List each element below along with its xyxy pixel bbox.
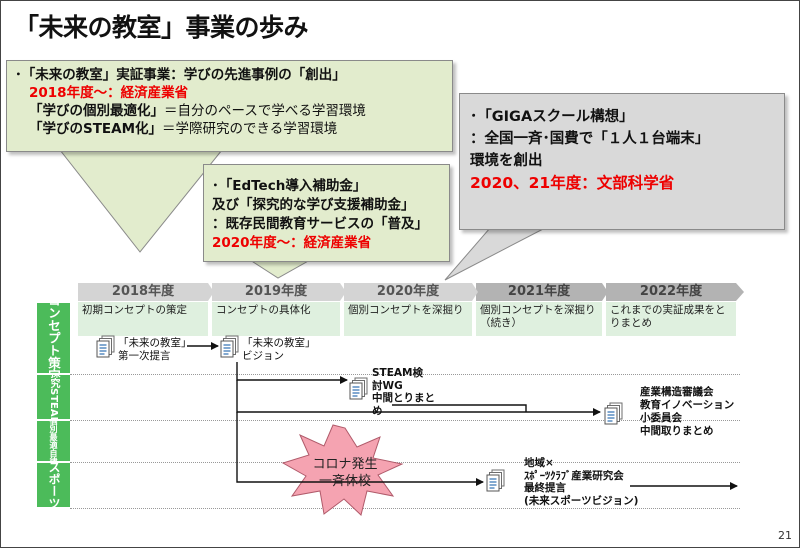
phase-2019: コンセプトの具体化 <box>212 302 340 336</box>
callout1-line1: ･「未来の教室」実証事業：学びの先進事例の「創出」 <box>15 67 346 83</box>
doc3-line1: STEAM検 <box>372 367 423 379</box>
doc3-line3: 中間とりまと <box>372 392 435 404</box>
year-2021: 2021年度 <box>476 283 602 301</box>
doc5-line2: ｽﾎﾟｰﾂｸﾗﾌﾞ産業研究会 <box>524 469 624 482</box>
doc-icon-sports <box>486 469 505 492</box>
doc4-line3: 小委員会 <box>640 412 682 424</box>
doc-icon-steam-wg <box>349 377 368 400</box>
doc-icon-vision <box>220 335 239 358</box>
doc-label-sports: 地域× ｽﾎﾟｰﾂｸﾗﾌﾞ産業研究会 最終提言 (未来スポーツビジョン) <box>524 457 638 507</box>
phase-2022: これまでの実証成果をとりまとめ <box>606 302 736 336</box>
arrow-vision-to-sports <box>236 412 484 486</box>
callout2-line2: 及び「探究的な学び支援補助金」 <box>212 197 415 213</box>
doc-icon-council <box>604 402 623 425</box>
doc1-line1: 「未来の教室」 <box>118 337 192 349</box>
callout1-line4b: ＝学際研究のできる学習環境 <box>162 121 338 137</box>
row-label-steam-text: 探究STEAM <box>48 375 59 419</box>
callout2-line4: 2020年度～：経済産業省 <box>212 235 372 251</box>
doc1-line2: 第一次提言 <box>118 350 171 362</box>
year-2018: 2018年度 <box>78 283 208 301</box>
row-label-steam: 探究STEAM <box>37 375 70 419</box>
callout-mirai-project: ･「未来の教室」実証事業：学びの先進事例の「創出」 2018年度～：経済産業省 … <box>6 60 453 152</box>
row-label-personal: 個別最適自律 <box>37 421 70 461</box>
callout1-line3a: 「学びの個別最適化」 <box>29 103 164 119</box>
doc-label-first-proposal: 「未来の教室」 第一次提言 <box>118 337 192 363</box>
slide-title: 「未来の教室」事業の歩み <box>14 13 309 42</box>
callout3-line2: ：全国一斉･国費で「１人１台端末」 <box>470 131 710 147</box>
covid-burst-line2: 一斉休校 <box>318 474 371 489</box>
covid-burst-shape <box>281 424 404 516</box>
doc3-line2: 討WG <box>372 379 403 392</box>
callout3-line3: 環境を創出 <box>470 153 543 169</box>
row-divider-3 <box>70 462 740 463</box>
doc4-line4: 中間取りまとめ <box>640 425 714 437</box>
arrow-vision-to-steam <box>236 362 348 384</box>
doc2-line2: ビジョン <box>242 350 284 362</box>
doc-icon-first-proposal <box>96 335 115 358</box>
phase-2020: 個別コンセプトを深掘り <box>344 302 472 336</box>
page-number: 21 <box>778 529 792 542</box>
row-label-concept-text: コンセプト策定 <box>46 303 61 373</box>
doc5-line3: 最終提言 <box>524 482 566 494</box>
doc2-line1: 「未来の教室」 <box>242 337 316 349</box>
year-2022: 2022年度 <box>606 283 736 301</box>
covid-burst-label: コロナ発生 一斉休校 <box>290 456 400 490</box>
callout3-line4: 2020、21年度：文部科学省 <box>470 174 675 192</box>
doc4-line1: 産業構造審議会 <box>640 386 714 398</box>
doc3-line4: め <box>372 404 383 417</box>
callout-edtech-subsidy: ･「EdTech導入補助金」 及び「探究的な学び支援補助金」 ：既存民間教育サー… <box>203 164 450 262</box>
row-label-sports-text: スポーツ <box>47 463 61 507</box>
arrow-steam-to-council <box>392 404 527 412</box>
phase-2021: 個別コンセプトを深掘り（続き） <box>476 302 602 336</box>
callout2-line3: ：既存民間教育サービスの「普及」 <box>212 216 428 232</box>
doc-label-council: 産業構造審議会 教育イノベーション 小委員会 中間取りまとめ <box>640 386 734 438</box>
year-2020: 2020年度 <box>344 283 472 301</box>
year-2019: 2019年度 <box>212 283 340 301</box>
row-label-concept: コンセプト策定 <box>37 303 70 373</box>
doc4-line2: 教育イノベーション <box>640 399 735 411</box>
row-divider-4 <box>70 508 740 509</box>
callout2-line1: ･「EdTech導入補助金」 <box>212 178 367 194</box>
callout1-line3b: ＝自分のペースで学べる学習環境 <box>164 103 366 119</box>
row-divider-2 <box>70 420 740 421</box>
callout1-line2: 2018年度～：経済産業省 <box>29 85 189 101</box>
callout-giga-school: ･「GIGAスクール構想」 ：全国一斉･国費で「１人１台端末」 環境を創出 20… <box>459 93 785 230</box>
doc-label-steam-wg: STEAM検 討WG 中間とりまと め <box>372 367 435 417</box>
doc5-line4: (未来スポーツビジョン) <box>524 494 639 507</box>
doc5-line1: 地域× <box>524 457 554 469</box>
row-label-personal-text: 個別最適自律 <box>49 421 58 461</box>
callout1-line4a: 「学びのSTEAM化」 <box>29 121 163 137</box>
callout3-line1: ･「GIGAスクール構想」 <box>470 109 634 125</box>
covid-burst-line1: コロナ発生 <box>312 457 378 472</box>
row-label-sports: スポーツ <box>37 463 70 507</box>
row-divider-1 <box>70 374 740 375</box>
doc-label-vision: 「未来の教室」 ビジョン <box>242 337 316 363</box>
phase-2018: 初期コンセプトの策定 <box>78 302 208 336</box>
